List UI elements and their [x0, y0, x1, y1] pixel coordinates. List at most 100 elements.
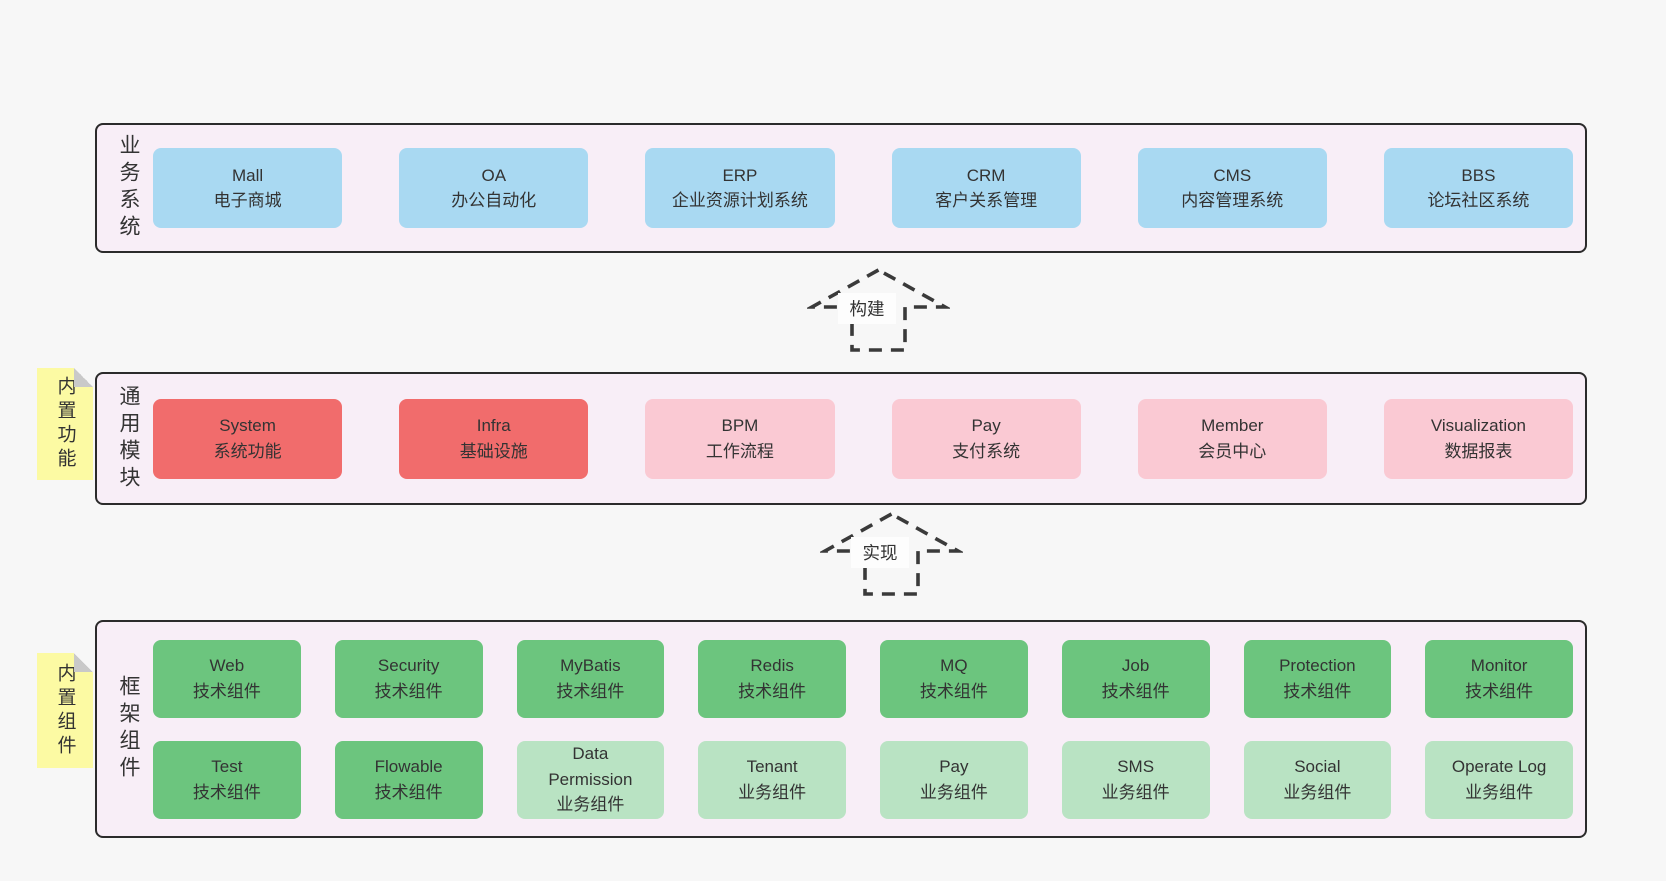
module-box: Visualization 数据报表: [1383, 398, 1574, 479]
module-box: MyBatis 技术组件: [516, 639, 665, 718]
layer-common-modules: 通用模块 System 系统功能 Infra 基础设施 BPM 工作流程 Pay…: [95, 372, 1587, 505]
module-description: 技术组件: [738, 681, 807, 701]
module-box: SMS 业务组件: [1061, 740, 1210, 819]
implement-arrow: 实现: [820, 511, 963, 597]
module-grid: Mall 电子商城 OA 办公自动化 ERP 企业资源计划系统 CRM 客户关系…: [151, 125, 1585, 251]
module-box: Tenant 业务组件: [698, 740, 846, 819]
up-arrow-icon: 构建: [807, 267, 950, 352]
module-box: ERP 企业资源计划系统: [645, 148, 835, 228]
arrow-label: 构建: [850, 299, 885, 319]
module-description: 数据报表: [1444, 441, 1513, 461]
module-name: MQ: [940, 656, 968, 675]
module-name: Security: [377, 656, 440, 675]
module-description: 技术组件: [1101, 681, 1170, 701]
module-box: OA 办公自动化: [399, 148, 589, 228]
module-description: 办公自动化: [451, 191, 537, 210]
module-name: Mall: [232, 165, 264, 185]
module-description: 工作流程: [705, 441, 774, 461]
folded-corner-icon: [74, 368, 93, 387]
module-box: Test 技术组件: [153, 740, 301, 819]
builtin-features-tag: 内置功能: [37, 368, 93, 480]
module-name: Operate Log: [1451, 757, 1547, 776]
tag-label: 内置功能: [54, 376, 76, 472]
module-name: Flowable: [374, 757, 443, 776]
module-description: 技术组件: [919, 681, 988, 701]
layer-title: 业务系统: [117, 134, 140, 242]
module-box: Member 会员中心: [1137, 398, 1327, 479]
module-box: Data Permission 业务组件: [516, 740, 665, 819]
module-description: 电子商城: [213, 191, 282, 210]
module-description: 业务组件: [738, 782, 807, 802]
module-description: 技术组件: [1465, 681, 1534, 701]
module-description: 业务组件: [1101, 782, 1170, 802]
module-box: Pay 业务组件: [880, 740, 1028, 819]
module-box: Monitor 技术组件: [1425, 639, 1573, 718]
module-description: 内容管理系统: [1181, 191, 1284, 210]
module-name: Member: [1201, 416, 1264, 435]
module-description: 技术组件: [374, 681, 443, 701]
module-box: BBS 论坛社区系统: [1383, 148, 1574, 228]
module-description: 技术组件: [192, 782, 261, 802]
module-box: BPM 工作流程: [645, 398, 835, 479]
module-description: 企业资源计划系统: [671, 191, 808, 210]
folded-corner-icon: [74, 653, 93, 672]
layer-title: 框架组件: [117, 675, 140, 783]
module-box: CRM 客户关系管理: [891, 148, 1081, 228]
module-name: BPM: [721, 416, 759, 435]
module-name: Test: [211, 757, 243, 776]
module-name: Data Permission: [548, 744, 633, 789]
arrow-label: 实现: [863, 543, 898, 563]
module-description: 业务组件: [919, 782, 988, 802]
module-box: Pay 支付系统: [891, 398, 1081, 479]
module-box: CMS 内容管理系统: [1137, 148, 1327, 228]
module-box: Protection 技术组件: [1243, 639, 1392, 718]
module-box: Job 技术组件: [1061, 639, 1210, 718]
module-name: Visualization: [1430, 416, 1527, 435]
module-name: Social: [1294, 757, 1341, 776]
module-box: Social 业务组件: [1243, 740, 1392, 819]
module-name: Protection: [1279, 656, 1356, 675]
module-description: 会员中心: [1198, 441, 1267, 461]
layer-business-systems: 业务系统 Mall 电子商城 OA 办公自动化 ERP 企业资源计划系统 CRM…: [95, 123, 1587, 253]
module-description: 系统功能: [213, 441, 282, 461]
module-name: Redis: [750, 656, 794, 675]
module-name: Web: [209, 656, 245, 675]
module-description: 基础设施: [459, 441, 528, 461]
module-box: Mall 电子商城: [153, 148, 343, 228]
module-name: Pay: [971, 416, 1001, 435]
module-name: System: [219, 416, 276, 435]
module-box: Infra 基础设施: [399, 398, 589, 479]
module-grid: System 系统功能 Infra 基础设施 BPM 工作流程 Pay 支付系统…: [151, 374, 1585, 503]
module-name: Pay: [939, 757, 969, 776]
module-description: 技术组件: [1283, 681, 1352, 701]
module-box: Redis 技术组件: [698, 639, 846, 718]
module-name: MyBatis: [560, 656, 621, 675]
module-name: Monitor: [1470, 656, 1528, 675]
tag-label: 内置组件: [54, 662, 76, 759]
module-box: Operate Log 业务组件: [1425, 740, 1573, 819]
up-arrow-icon: 实现: [820, 511, 963, 596]
module-name: ERP: [722, 165, 758, 185]
module-description: 业务组件: [1465, 782, 1534, 802]
module-description: 客户关系管理: [935, 191, 1038, 210]
module-name: Job: [1121, 656, 1150, 675]
module-box: Security 技术组件: [334, 639, 483, 718]
module-description: 技术组件: [556, 681, 625, 701]
module-description: 论坛社区系统: [1427, 191, 1530, 210]
module-box: System 系统功能: [153, 398, 343, 479]
layer-framework-components: 框架组件 Web 技术组件 Security 技术组件 MyBatis 技术组件…: [95, 620, 1587, 838]
module-grid: Web 技术组件 Security 技术组件 MyBatis 技术组件 Redi…: [151, 622, 1585, 836]
module-description: 业务组件: [1283, 782, 1352, 802]
module-name: OA: [481, 165, 507, 185]
module-description: 支付系统: [952, 441, 1021, 461]
module-name: CMS: [1213, 165, 1252, 185]
module-name: BBS: [1461, 165, 1496, 185]
module-description: 业务组件: [556, 795, 625, 815]
module-description: 技术组件: [192, 681, 261, 701]
module-box: Flowable 技术组件: [334, 740, 483, 819]
module-name: CRM: [966, 165, 1006, 185]
layer-title: 通用模块: [117, 384, 140, 493]
builtin-components-tag: 内置组件: [37, 653, 93, 768]
module-name: Tenant: [746, 757, 798, 776]
